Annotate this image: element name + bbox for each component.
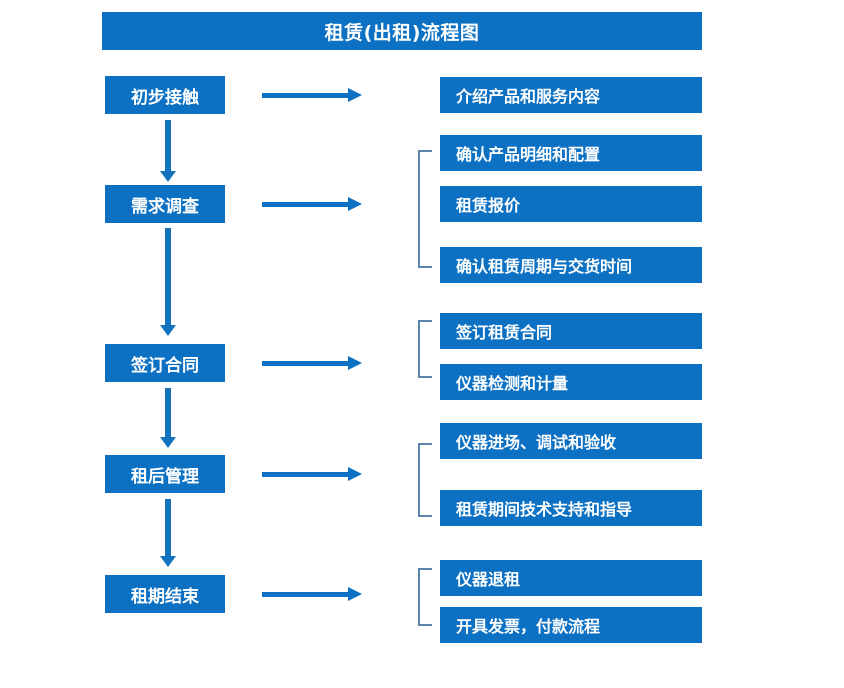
horizontal-arrow-3 bbox=[262, 356, 362, 370]
vertical-arrow-3-to-4 bbox=[160, 388, 176, 448]
stage-label-1: 初步接触 bbox=[131, 87, 199, 108]
arrow-head bbox=[160, 325, 176, 336]
horizontal-arrow-5 bbox=[262, 587, 362, 601]
arrow-shaft bbox=[262, 202, 350, 207]
page-title: 租赁(出租)流程图 bbox=[324, 21, 480, 44]
detail-box-4-2[interactable]: 租赁期间技术支持和指导 bbox=[440, 490, 702, 526]
arrow-shaft bbox=[262, 592, 350, 597]
stage-box-3[interactable]: 签订合同 bbox=[105, 344, 225, 382]
detail-label-1-1: 介绍产品和服务内容 bbox=[456, 87, 601, 106]
vertical-arrow-4-to-5 bbox=[160, 499, 176, 567]
arrow-shaft bbox=[165, 120, 171, 171]
group-bracket-2 bbox=[418, 150, 432, 268]
stage-box-4[interactable]: 租后管理 bbox=[105, 455, 225, 493]
detail-box-2-2[interactable]: 租赁报价 bbox=[440, 186, 702, 222]
stage-label-2: 需求调查 bbox=[131, 196, 199, 217]
group-bracket-4 bbox=[418, 443, 432, 517]
group-bracket-5 bbox=[418, 568, 432, 626]
arrow-shaft bbox=[262, 361, 350, 366]
arrow-shaft bbox=[165, 228, 171, 325]
arrow-head bbox=[348, 88, 362, 102]
stage-label-5: 租期结束 bbox=[131, 586, 199, 607]
detail-label-2-3: 确认租赁周期与交货时间 bbox=[456, 257, 633, 276]
detail-label-3-1: 签订租赁合同 bbox=[456, 323, 553, 342]
arrow-head bbox=[160, 437, 176, 448]
detail-box-3-2[interactable]: 仪器检测和计量 bbox=[440, 364, 702, 400]
arrow-shaft bbox=[262, 93, 350, 98]
detail-label-2-1: 确认产品明细和配置 bbox=[456, 145, 601, 164]
detail-label-3-2: 仪器检测和计量 bbox=[456, 374, 569, 393]
detail-label-4-2: 租赁期间技术支持和指导 bbox=[456, 500, 633, 519]
detail-box-4-1[interactable]: 仪器进场、调试和验收 bbox=[440, 423, 702, 459]
arrow-head bbox=[160, 556, 176, 567]
group-bracket-3 bbox=[418, 320, 432, 378]
arrow-head bbox=[348, 587, 362, 601]
horizontal-arrow-1 bbox=[262, 88, 362, 102]
stage-label-4: 租后管理 bbox=[131, 466, 199, 487]
arrow-head bbox=[348, 356, 362, 370]
detail-label-5-2: 开具发票，付款流程 bbox=[456, 617, 601, 636]
horizontal-arrow-4 bbox=[262, 467, 362, 481]
detail-box-5-2[interactable]: 开具发票，付款流程 bbox=[440, 607, 702, 643]
arrow-head bbox=[348, 197, 362, 211]
chart-title-banner: 租赁(出租)流程图 bbox=[102, 12, 702, 50]
detail-label-2-2: 租赁报价 bbox=[456, 196, 521, 215]
arrow-head bbox=[348, 467, 362, 481]
arrow-shaft bbox=[262, 472, 350, 477]
detail-box-3-1[interactable]: 签订租赁合同 bbox=[440, 313, 702, 349]
detail-label-4-1: 仪器进场、调试和验收 bbox=[456, 433, 617, 452]
detail-box-2-1[interactable]: 确认产品明细和配置 bbox=[440, 135, 702, 171]
vertical-arrow-1-to-2 bbox=[160, 120, 176, 182]
arrow-shaft bbox=[165, 388, 171, 437]
stage-box-1[interactable]: 初步接触 bbox=[105, 76, 225, 114]
arrow-shaft bbox=[165, 499, 171, 556]
detail-label-5-1: 仪器退租 bbox=[456, 570, 521, 589]
arrow-head bbox=[160, 171, 176, 182]
detail-box-1-1[interactable]: 介绍产品和服务内容 bbox=[440, 77, 702, 113]
vertical-arrow-2-to-3 bbox=[160, 228, 176, 336]
stage-label-3: 签订合同 bbox=[131, 355, 199, 376]
stage-box-2[interactable]: 需求调查 bbox=[105, 185, 225, 223]
stage-box-5[interactable]: 租期结束 bbox=[105, 575, 225, 613]
detail-box-5-1[interactable]: 仪器退租 bbox=[440, 560, 702, 596]
horizontal-arrow-2 bbox=[262, 197, 362, 211]
detail-box-2-3[interactable]: 确认租赁周期与交货时间 bbox=[440, 247, 702, 283]
